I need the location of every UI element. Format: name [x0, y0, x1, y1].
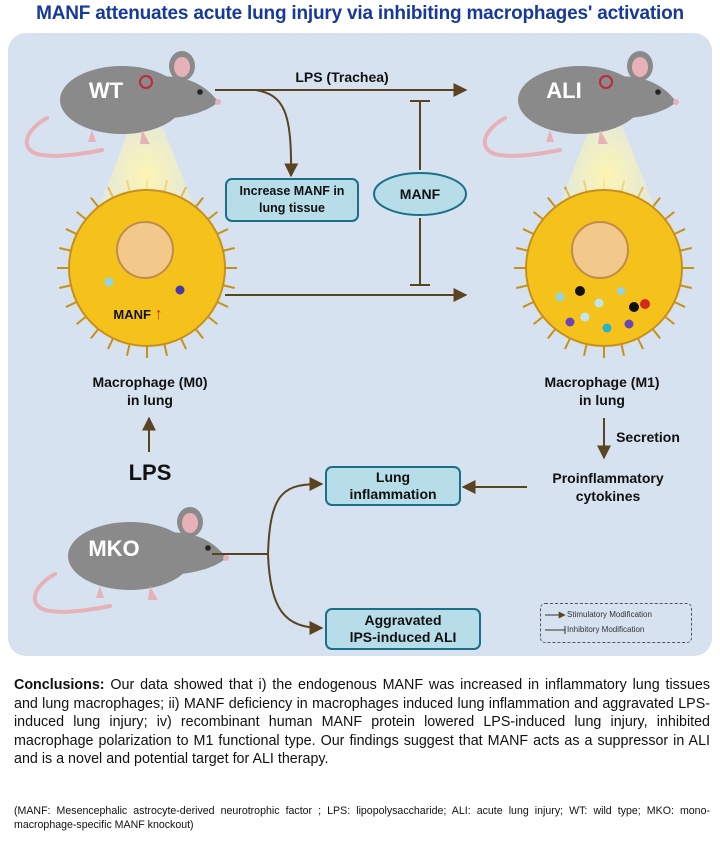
manf-oval-shape — [373, 172, 467, 216]
increase-manf-box: Increase MANF in lung tissue — [225, 178, 359, 222]
cytokines-line2: cytokines — [575, 488, 641, 504]
conclusions-paragraph: Conclusions: Our data showed that i) the… — [14, 676, 710, 769]
aggravated-ali-box: Aggravated lPS-induced ALI — [325, 608, 481, 650]
manf-up-label: MANF ↑ — [110, 306, 166, 324]
wt-label: WT — [88, 78, 124, 103]
conclusions-text: Our data showed that i) the endogenous M… — [14, 677, 710, 768]
mko-label: MKO — [88, 536, 140, 561]
cytokines-label: Proinflammatory cytokines — [528, 469, 688, 505]
ali-label: ALI — [546, 78, 582, 103]
arrow-to-increase-manf — [255, 89, 299, 178]
macrophage-m0-icon — [68, 189, 226, 347]
up-arrow-icon: ↑ — [154, 306, 163, 323]
legend-inhibitory: Inhibitory Modification — [567, 625, 645, 634]
legend: Stimulatory Modification Inhibitory Modi… — [540, 603, 692, 643]
m1-line2: in lung — [579, 392, 625, 408]
manf-up-text: MANF — [113, 307, 151, 322]
macrophage-m1-icon — [525, 189, 683, 347]
page-title: MANF attenuates acute lung injury via in… — [36, 3, 684, 24]
lung-inflammation-line2: inflammation — [349, 486, 437, 502]
cytokines-line1: Proinflammatory — [552, 470, 664, 486]
lung-inflammation-box: Lung inflammation — [325, 466, 461, 506]
ali-lung-marker — [599, 75, 613, 89]
ali-mouse-icon — [482, 49, 681, 158]
legend-glyphs — [545, 611, 566, 634]
secretion-label: Secretion — [616, 429, 680, 445]
aggravated-line1: Aggravated — [364, 612, 442, 628]
lung-inflammation-line1: Lung — [375, 469, 411, 485]
inhibitory-bars — [410, 100, 430, 286]
diagram-canvas — [24, 49, 694, 635]
stimulatory-arrows — [142, 83, 611, 635]
m0-line2: in lung — [127, 392, 173, 408]
lps-trachea-label: LPS (Trachea) — [295, 69, 389, 85]
lps-label: LPS — [128, 460, 172, 485]
macrophage-m1-label: Macrophage (M1) in lung — [512, 373, 692, 409]
arrow-mko-to-inflammation — [212, 477, 324, 555]
aggravated-line2: lPS-induced ALI — [349, 629, 457, 645]
m0-line1: Macrophage (M0) — [92, 374, 208, 390]
m1-line1: Macrophage (M1) — [544, 374, 660, 390]
wt-lung-marker — [139, 75, 153, 89]
macrophage-m0-label: Macrophage (M0) in lung — [60, 373, 240, 409]
conclusions-lead: Conclusions: — [14, 677, 105, 693]
manf-oval-label: MANF — [399, 186, 441, 202]
abbreviation-footnote: (MANF: Mesencephalic astrocyte-derived n… — [14, 805, 710, 831]
arrow-mko-to-ali — [267, 553, 324, 635]
wt-mouse-icon — [24, 49, 223, 158]
legend-stimulatory: Stimulatory Modification — [567, 610, 652, 619]
